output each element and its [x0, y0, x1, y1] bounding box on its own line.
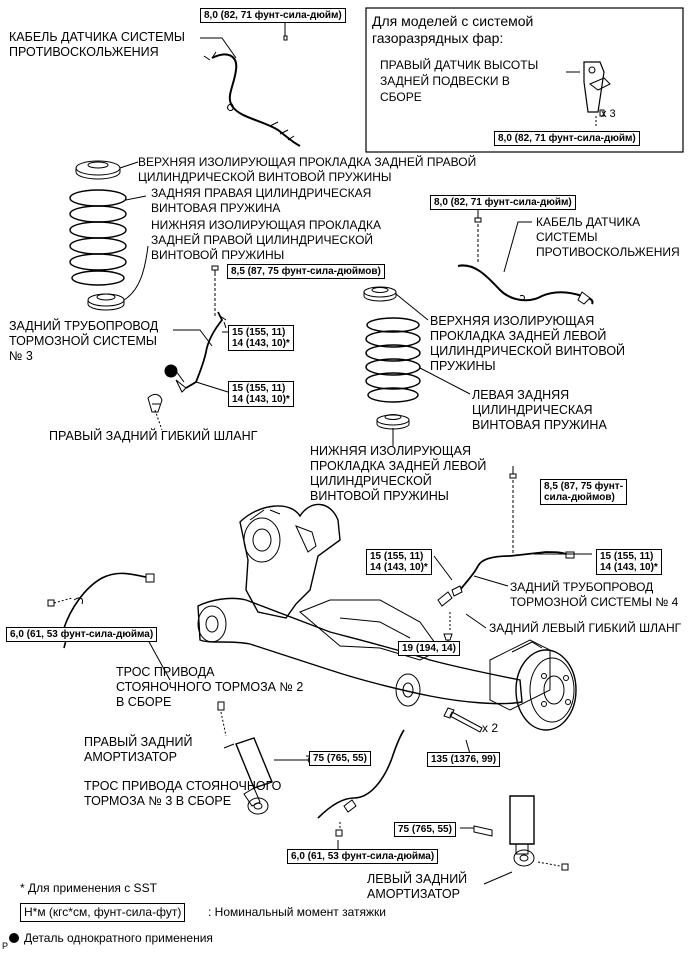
label-brake-tube-3: ЗАДНИЙ ТРУБОПРОВОД ТОРМОЗНОЙ СИСТЕМЫ № 3	[9, 319, 159, 363]
label-abs-cable-left: КАБЕЛЬ ДАТЧИКА СИСТЕМЫ ПРОТИВОСКОЛЬЖЕНИЯ	[536, 215, 680, 259]
torque-shock-left: 75 (765, 55)	[394, 822, 456, 837]
label-flex-hose-right: ПРАВЫЙ ЗАДНИЙ ГИБКИЙ ШЛАНГ	[49, 429, 258, 443]
label-abs-cable-right: КАБЕЛЬ ДАТЧИКА СИСТЕМЫ ПРОТИВОСКОЛЬЖЕНИЯ	[9, 30, 185, 59]
torque-tube3-a: 15 (155, 11) 14 (143, 10)*	[228, 325, 294, 351]
legend-sst-note: * Для применения с SST	[20, 881, 157, 895]
torque-tube3-upper: 8,5 (87, 75 фунт-сила-дюймов)	[227, 264, 385, 279]
torque-tube4-right: 15 (155, 11) 14 (143, 10)*	[596, 549, 662, 575]
label-shock-left: ЛЕВЫЙ ЗАДНИЙ АМОРТИЗАТОР	[367, 872, 468, 901]
label-coil-spring-left: ЛЕВАЯ ЗАДНЯЯ ЦИЛИНДРИЧЕСКАЯ ВИНТОВАЯ ПРУ…	[472, 388, 607, 432]
legend-single-use: Деталь однократного применения	[24, 931, 213, 945]
label-parking-cable-2: ТРОС ПРИВОДА СТОЯНОЧНОГО ТОРМОЗА № 2 В С…	[116, 665, 304, 709]
single-use-dot-icon	[9, 933, 19, 943]
label-parking-cable-3: ТРОС ПРИВОДА СТОЯНОЧНОГО ТОРМОЗА № 3 В С…	[84, 779, 282, 808]
legend-unit-box: Н*м (кгс*см, фунт-сила-фут)	[20, 903, 186, 922]
inset-qty: x 3	[601, 108, 616, 120]
corner-mark: P	[2, 941, 9, 951]
torque-abs-left: 8,0 (82, 71 фунт-сила-дюйм)	[430, 195, 576, 210]
label-upper-insulator-right: ВЕРХНЯЯ ИЗОЛИРУЮЩАЯ ПРОКЛАДКА ЗАДНЕЙ ПРА…	[138, 155, 477, 184]
inset-sensor-label: ПРАВЫЙ ДАТЧИК ВЫСОТЫ ЗАДНЕЙ ПОДВЕСКИ В С…	[380, 58, 539, 104]
torque-tube4-left: 15 (155, 11) 14 (143, 10)*	[366, 549, 432, 575]
legend-unit-text: : Номинальный момент затяжки	[208, 905, 386, 919]
torque-shock-right: 75 (765, 55)	[309, 751, 371, 766]
label-flex-hose-left: ЗАДНИЙ ЛЕВЫЙ ГИБКИЙ ШЛАНГ	[489, 621, 682, 635]
torque-axle: 135 (1376, 99)	[427, 752, 501, 767]
torque-cable2: 6,0 (61, 53 фунт-сила-дюйма)	[6, 627, 158, 642]
label-qty-x2: x 2	[482, 721, 499, 735]
label-upper-insulator-left: ВЕРХНЯЯ ИЗОЛИРУЮЩАЯ ПРОКЛАДКА ЗАДНЕЙ ЛЕВ…	[430, 314, 626, 373]
torque-hose-left: 19 (194, 14)	[398, 641, 460, 656]
label-lower-insulator-right: НИЖНЯЯ ИЗОЛИРУЮЩАЯ ПРОКЛАДКА ЗАДНЕЙ ПРАВ…	[151, 218, 381, 262]
torque-abs-right: 8,0 (82, 71 фунт-сила-дюйм)	[200, 8, 346, 23]
label-coil-spring-right: ЗАДНЯЯ ПРАВАЯ ЦИЛИНДРИЧЕСКАЯ ВИНТОВАЯ ПР…	[151, 186, 372, 215]
label-brake-tube-4: ЗАДНИЙ ТРУБОПРОВОД ТОРМОЗНОЙ СИСТЕМЫ № 4	[510, 580, 679, 609]
torque-tube4-upper: 8,5 (87, 75 фунт- сила-дюймов)	[540, 479, 628, 505]
inset-torque: 8,0 (82, 71 фунт-сила-дюйм)	[494, 131, 640, 146]
torque-cable3: 6,0 (61, 53 фунт-сила-дюйма)	[287, 849, 439, 864]
label-lower-insulator-left: НИЖНЯЯ ИЗОЛИРУЮЩАЯ ПРОКЛАДКА ЗАДНЕЙ ЛЕВО…	[310, 444, 487, 503]
label-shock-right: ПРАВЫЙ ЗАДНИЙ АМОРТИЗАТОР	[84, 735, 193, 764]
torque-tube3-b: 15 (155, 11) 14 (143, 10)*	[228, 381, 294, 407]
inset-title: Для моделей с системой газоразрядных фар…	[372, 13, 534, 46]
